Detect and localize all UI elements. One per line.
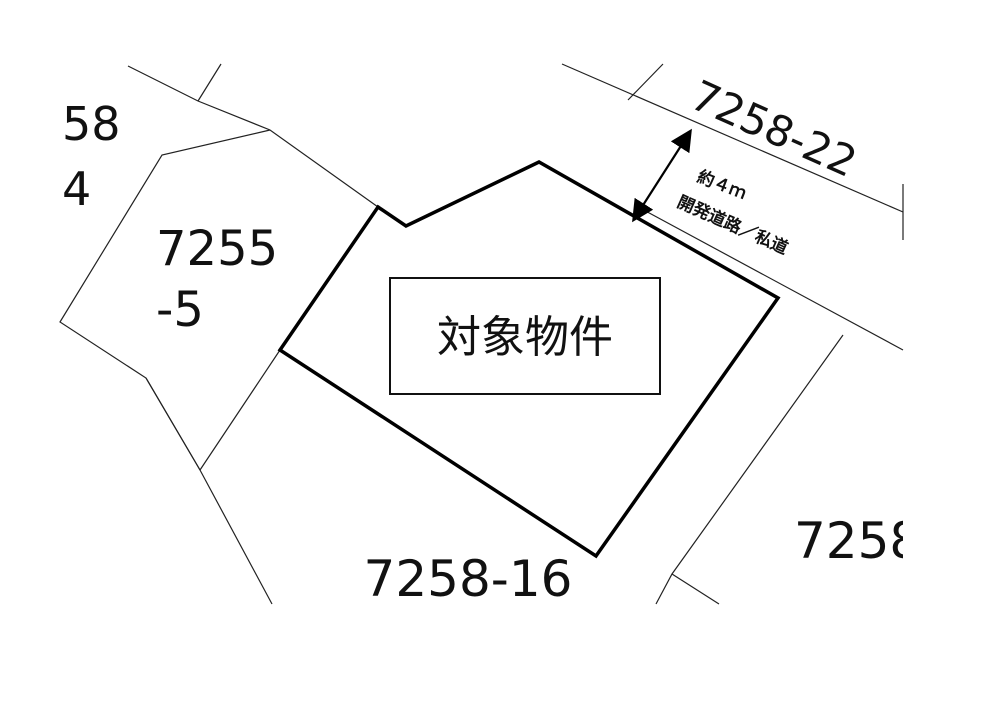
boundary-lot-7258-22 — [627, 63, 904, 240]
lot-label-7258-16: 7258-16 — [364, 550, 573, 608]
lot-label-left-top: 58 — [62, 97, 121, 151]
subject-label: 対象物件 — [437, 312, 613, 363]
road-width-label: 約４ｍ — [694, 166, 749, 204]
road-width-arrow — [632, 128, 692, 223]
subject-property-outline — [277, 160, 781, 559]
boundary-lot-7258-east — [655, 334, 844, 605]
lot-label-7255-5-line2: -5 — [156, 282, 204, 338]
boundary-upper-left — [127, 65, 379, 208]
boundary-subject-left-lower — [199, 349, 281, 471]
lot-label-left-bottom: 4 — [62, 162, 91, 216]
lot-label-7258-partial: 7258 — [794, 512, 921, 570]
boundary-road-north — [561, 63, 904, 213]
boundary-left-lower — [145, 377, 273, 605]
boundary-road-south — [639, 207, 904, 351]
clip-right: 7258 — [794, 512, 921, 570]
subject-label-box — [389, 277, 661, 395]
parcel-boundaries — [59, 63, 904, 605]
lot-label-7255-5-line1: 7255 — [156, 221, 278, 277]
